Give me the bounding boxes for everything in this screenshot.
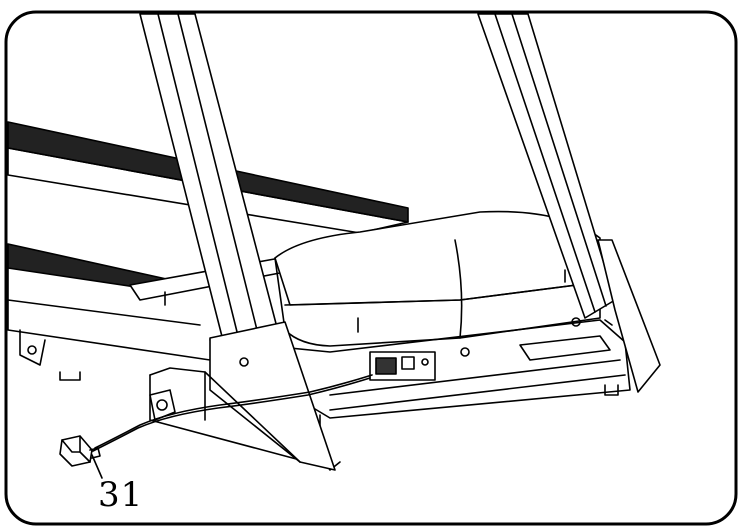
power-socket-panel bbox=[369, 351, 436, 381]
right-post-foot-bracket bbox=[597, 239, 661, 393]
callout-label-31: 31 bbox=[98, 475, 144, 515]
power-cord bbox=[59, 374, 373, 467]
callout-leader-31 bbox=[91, 454, 103, 479]
left-post-foot-bracket bbox=[149, 321, 336, 471]
motor-hood bbox=[274, 210, 601, 357]
left-upright-post bbox=[139, 13, 286, 369]
